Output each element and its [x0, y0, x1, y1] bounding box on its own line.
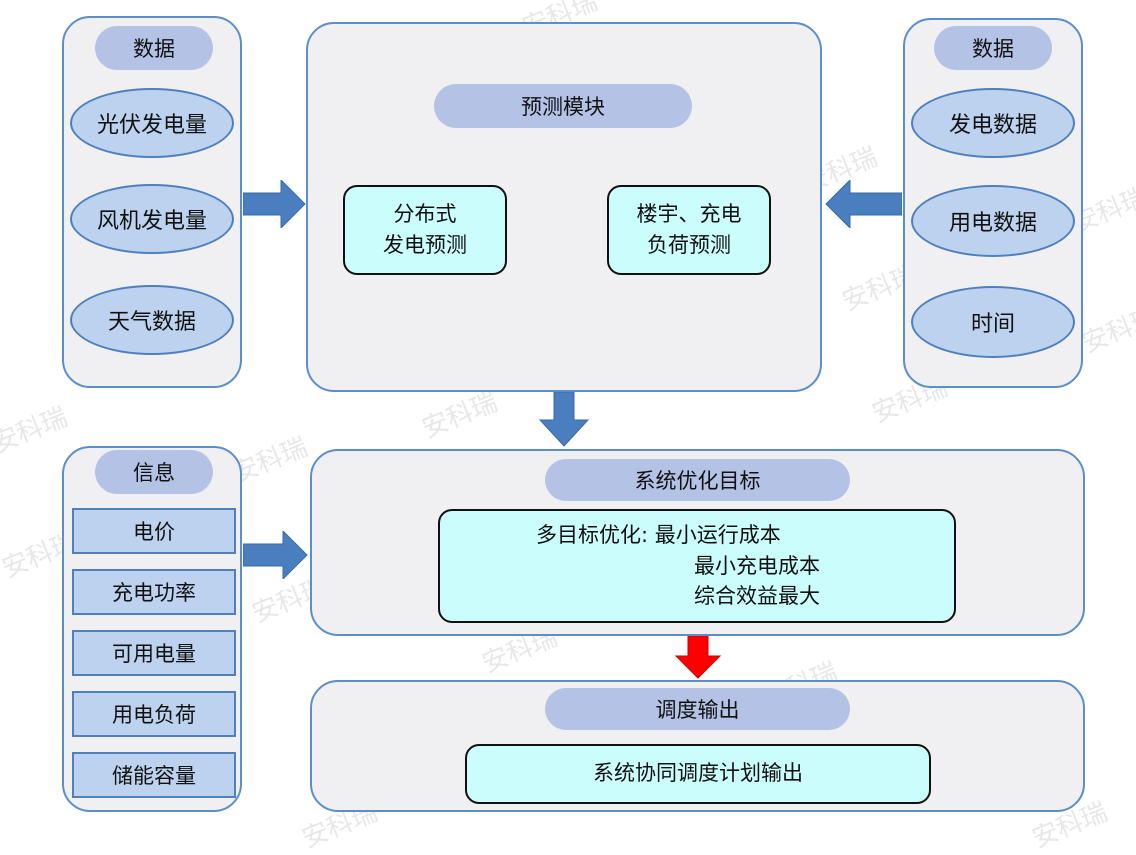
info-item-electric-load: 用电负荷: [72, 691, 236, 737]
prediction-module-title: 预测模块: [434, 84, 692, 128]
right-data-item-generation: 发电数据: [911, 88, 1075, 158]
info-item-available-energy: 可用电量: [72, 630, 236, 676]
watermark: 安科瑞: [1078, 302, 1136, 360]
objective-goal: 最小充电成本: [694, 553, 820, 578]
forecast-line: 负荷预测: [647, 233, 731, 257]
info-title: 信息: [95, 450, 213, 494]
left-data-title: 数据: [95, 26, 213, 70]
left-data-item-weather: 天气数据: [70, 285, 234, 355]
info-panel: [62, 446, 242, 812]
objective-prefix: 多目标优化:: [536, 523, 649, 548]
objective-line: 最小充电成本: [536, 551, 820, 581]
left-data-item-wind: 风机发电量: [70, 184, 234, 254]
forecast-line: 发电预测: [383, 233, 467, 257]
right-data-item-consumption: 用电数据: [911, 185, 1075, 257]
optimization-title: 系统优化目标: [545, 459, 850, 501]
watermark: 安科瑞: [0, 402, 72, 460]
arrow-down-icon: [538, 392, 590, 447]
arrow-left-icon: [825, 180, 902, 228]
multi-objective-box: 多目标优化: 最小运行成本 最小充电成本 综合效益最大: [438, 509, 956, 623]
dispatch-plan-box: 系统协同调度计划输出: [465, 744, 931, 804]
distributed-generation-forecast-box: 分布式 发电预测: [343, 185, 507, 275]
info-item-price: 电价: [72, 508, 236, 554]
arrow-right-icon: [243, 531, 308, 579]
objective-goal: 最小运行成本: [654, 523, 781, 548]
forecast-line: 楼宇、充电: [636, 201, 742, 226]
arrow-right-icon: [243, 180, 306, 228]
right-data-item-time: 时间: [911, 286, 1075, 358]
load-forecast-box: 楼宇、充电 负荷预测: [607, 185, 771, 275]
forecast-line: 分布式: [393, 201, 457, 226]
right-data-title: 数据: [934, 26, 1052, 70]
dispatch-title: 调度输出: [545, 688, 850, 730]
left-data-item-pv: 光伏发电量: [70, 88, 234, 158]
info-item-charging-power: 充电功率: [72, 569, 236, 615]
info-item-storage-capacity: 储能容量: [72, 752, 236, 798]
objective-goal: 综合效益最大: [694, 584, 820, 609]
objective-line: 多目标优化: 最小运行成本: [536, 520, 781, 550]
arrow-down-red-icon: [674, 636, 722, 679]
objective-line: 综合效益最大: [536, 581, 820, 611]
